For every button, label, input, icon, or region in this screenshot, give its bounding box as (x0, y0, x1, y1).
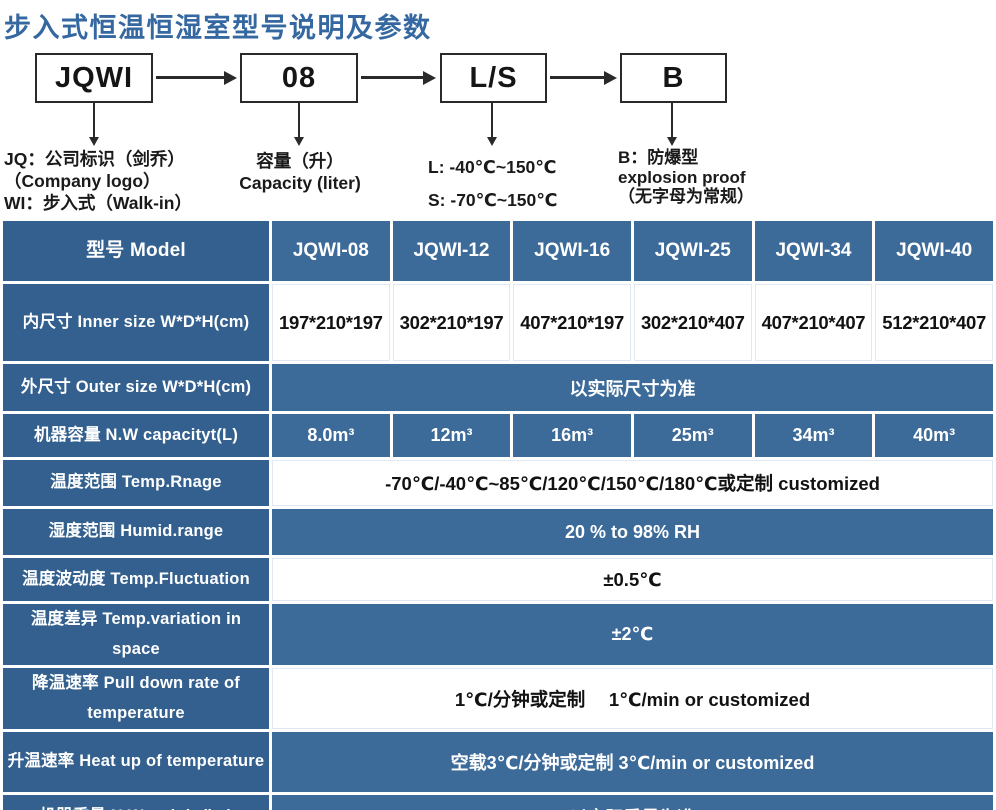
spec-table-row: 外尺寸 Outer size W*D*H(cm)以实际尺寸为准 (3, 364, 993, 411)
model-header-cell: JQWI-34 (754, 221, 873, 281)
arrow-down-icon (89, 102, 99, 146)
arrow-down-icon (294, 102, 304, 146)
flow-box-company-code: JQWI (35, 53, 153, 103)
row-label-cell: 型号 Model (3, 221, 269, 281)
model-header-cell: JQWI-12 (392, 221, 511, 281)
row-label-cell: 温度范围 Temp.Rnage (3, 460, 269, 506)
value-cell: 197*210*197 (272, 284, 390, 361)
note-company-code: JQ：公司标识（剑乔） （Company logo） WI：步入式（Walk-i… (4, 148, 192, 214)
spec-table-row: 温度差异 Temp.variation in space±2℃ (3, 604, 993, 665)
value-span-cell: 空载3℃/分钟或定制 3℃/min or customized (272, 732, 993, 792)
value-span-cell: 1℃/分钟或定制 1℃/min or customized (272, 668, 993, 729)
value-cell: 16m³ (513, 414, 631, 457)
note-line: （无字母为常规） (618, 187, 754, 206)
value-cell: 407*210*197 (513, 284, 631, 361)
spec-table-row: 机器重量 N.W weight(kg)以实际重量为准 (3, 795, 993, 810)
note-line: JQ：公司标识（剑乔） (4, 149, 185, 169)
value-cell: 25m³ (633, 414, 752, 457)
note-line: （Company logo） (4, 171, 161, 191)
page-title: 步入式恒温恒湿室型号说明及参数 (4, 13, 432, 43)
spec-table-row: 温度范围 Temp.Rnage-70℃/-40℃~85℃/120℃/150℃/1… (3, 460, 993, 506)
value-span-cell: 以实际尺寸为准 (272, 364, 993, 411)
flow-box-capacity-code: 08 (240, 53, 358, 103)
value-cell: 512*210*407 (875, 284, 993, 361)
value-cell: 34m³ (754, 414, 873, 457)
note-capacity-code: 容量（升） Capacity (liter) (218, 150, 382, 194)
value-cell: 12m³ (392, 414, 511, 457)
flow-box-temp-range-code: L/S (440, 53, 547, 103)
note-line: explosion proof (618, 167, 746, 187)
arrow-right-icon (156, 70, 237, 85)
model-header-cell: JQWI-25 (633, 221, 752, 281)
flow-box-explosion-code: B (620, 53, 727, 103)
note-line: L: -40℃~150℃ (428, 157, 557, 177)
note-line: B：防爆型 (618, 148, 699, 167)
row-label-cell: 机器重量 N.W weight(kg) (3, 795, 269, 810)
row-label-cell: 降温速率 Pull down rate of temperature (3, 668, 269, 729)
note-explosion-code: B：防爆型 explosion proof （无字母为常规） (618, 148, 754, 207)
arrow-down-icon (667, 102, 677, 146)
arrow-right-icon (361, 70, 436, 85)
value-cell: 8.0m³ (272, 414, 390, 457)
note-line: WI：步入式（Walk-in） (4, 193, 192, 213)
row-label-cell: 温度波动度 Temp.Fluctuation (3, 558, 269, 601)
model-header-cell: JQWI-08 (272, 221, 390, 281)
value-span-cell: -70℃/-40℃~85℃/120℃/150℃/180℃或定制 customiz… (272, 460, 993, 506)
value-cell: 302*210*197 (392, 284, 511, 361)
note-temp-range-code: L: -40℃~150℃ S: -70℃~150℃ (428, 151, 557, 217)
value-cell: 40m³ (875, 414, 993, 457)
value-span-cell: ±2℃ (272, 604, 993, 665)
note-line: 容量（升） (256, 151, 344, 171)
value-span-cell: ±0.5℃ (272, 558, 993, 601)
arrow-down-icon (487, 102, 497, 146)
row-label-cell: 内尺寸 Inner size W*D*H(cm) (3, 284, 269, 361)
row-label-cell: 外尺寸 Outer size W*D*H(cm) (3, 364, 269, 411)
row-label-cell: 温度差异 Temp.variation in space (3, 604, 269, 665)
value-span-cell: 以实际重量为准 (272, 795, 993, 810)
note-line: Capacity (liter) (239, 173, 361, 193)
value-cell: 407*210*407 (754, 284, 873, 361)
model-header-cell: JQWI-40 (875, 221, 993, 281)
row-label-cell: 湿度范围 Humid.range (3, 509, 269, 555)
spec-table-row: 温度波动度 Temp.Fluctuation±0.5℃ (3, 558, 993, 601)
note-line: S: -70℃~150℃ (428, 190, 558, 210)
row-label-cell: 机器容量 N.W capacityt(L) (3, 414, 269, 457)
arrow-right-icon (550, 70, 617, 85)
model-header-cell: JQWI-16 (513, 221, 631, 281)
value-cell: 302*210*407 (633, 284, 752, 361)
value-span-cell: 20 % to 98% RH (272, 509, 993, 555)
row-label-cell: 升温速率 Heat up of temperature (3, 732, 269, 792)
